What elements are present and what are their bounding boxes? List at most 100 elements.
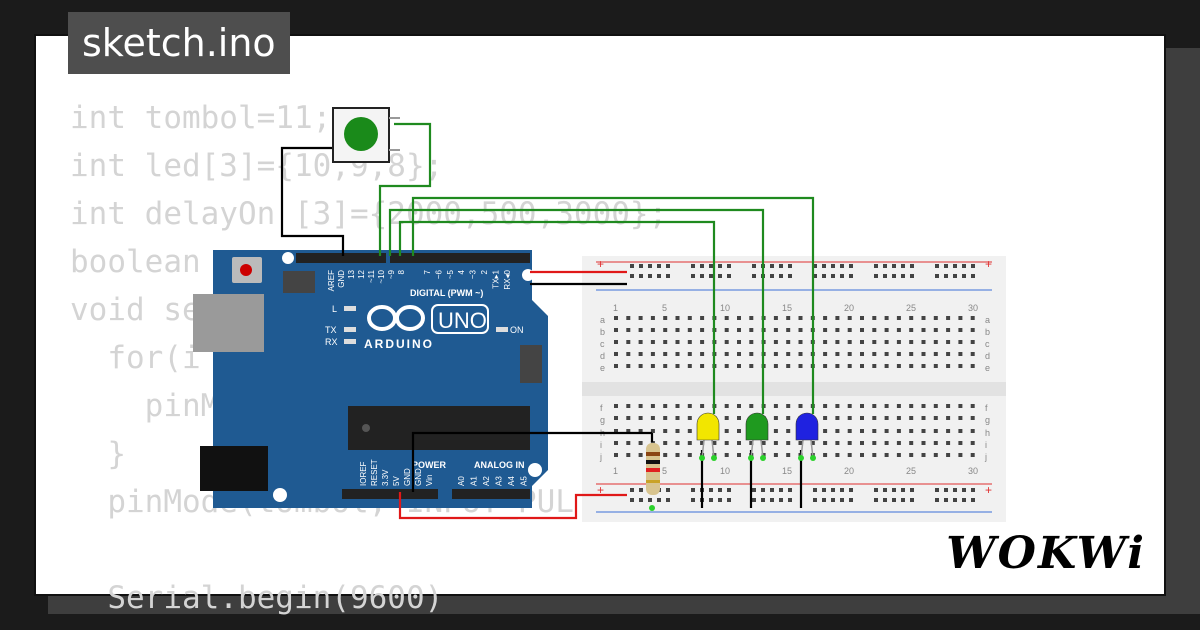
breadboard-hole [749, 441, 754, 445]
breadboard-hole [700, 328, 705, 332]
breadboard-hole [638, 364, 643, 368]
breadboard-hole [786, 429, 791, 433]
breadboard-hole [921, 429, 926, 433]
breadboard-hole [970, 364, 975, 368]
breadboard-hole [626, 416, 631, 420]
arduino-infinity-logo [367, 305, 425, 331]
breadboard[interactable]: + + + + 1 5 10 15 20 25 30 1 5 10 15 20 … [582, 256, 1006, 522]
led-body [795, 412, 819, 441]
breadboard-hole [737, 316, 741, 320]
icsp-header-2 [520, 345, 542, 383]
breadboard-hole [823, 441, 828, 445]
breadboard-hole [687, 453, 692, 457]
breadboard-hole [970, 416, 975, 420]
breadboard-hole [860, 441, 864, 445]
breadboard-hole [835, 453, 840, 457]
rail-hole [962, 498, 966, 502]
breadboard-hole [946, 352, 951, 356]
row-letter: j [984, 452, 987, 462]
digital-pin-label: 8 [397, 269, 406, 274]
rail-hole [752, 274, 756, 278]
breadboard-hole [663, 340, 668, 344]
breadboard-hole [663, 429, 668, 433]
breadboard-hole [946, 441, 951, 445]
breadboard-hole [737, 328, 741, 332]
pin-highlight [649, 505, 655, 511]
rail-hole [648, 264, 652, 268]
wire-pin8-led [411, 196, 815, 414]
breadboard-hole [724, 328, 729, 332]
rail-hole [840, 264, 844, 268]
pushbutton-cap[interactable] [344, 117, 378, 151]
led-leg [750, 439, 754, 459]
row-letter: a [600, 315, 605, 325]
breadboard-hole [724, 404, 729, 408]
file-tab[interactable]: sketch.ino [68, 12, 290, 74]
breadboard-hole [663, 316, 668, 320]
leds[interactable] [696, 412, 819, 461]
led-body [696, 412, 720, 441]
rail-hole [718, 274, 722, 278]
led-green[interactable] [745, 412, 769, 461]
breadboard-hole [650, 340, 655, 344]
breadboard-hole [749, 316, 754, 320]
breadboard-hole [687, 316, 692, 320]
power-pin-label: GND [403, 468, 412, 486]
rail-hole [901, 488, 905, 492]
breadboard-hole [958, 441, 963, 445]
power-pin-label: IOREF [359, 461, 368, 486]
breadboard-hole [835, 340, 840, 344]
breadboard-hole [835, 441, 840, 445]
analog-header [452, 489, 530, 499]
rail-hole [727, 488, 731, 492]
code-line: int delayOn [3]={2000,500,3000}; [70, 196, 668, 232]
indicator-label: TX [325, 325, 337, 335]
breadboard-hole [724, 316, 729, 320]
rail-hole [831, 274, 835, 278]
uno-badge [431, 304, 489, 334]
breadboard-hole [872, 441, 877, 445]
analog-pin-label: A4 [507, 476, 516, 486]
breadboard-hole [921, 441, 926, 445]
rail-hole [752, 498, 756, 502]
column-number: 10 [720, 303, 730, 313]
rail-hole [883, 498, 887, 502]
breadboard-hole [638, 328, 643, 332]
breadboard-hole [847, 416, 852, 420]
resistor-band [646, 452, 660, 456]
rail-hole [761, 488, 765, 492]
breadboard-hole [626, 352, 631, 356]
digital-pin-label: ~3 [469, 269, 478, 279]
breadboard-hole [773, 453, 778, 457]
arduino-uno[interactable]: L TX RX ON DIGITAL (PWM ~) POWER ANALOG … [193, 250, 548, 508]
row-letter: d [985, 351, 990, 361]
digital-pin-label: TX▸1 [491, 269, 500, 288]
resistor[interactable] [646, 443, 660, 511]
power-pin-label: 5V [392, 476, 401, 486]
breadboard-hole [663, 416, 668, 420]
wire-pin9-led [398, 220, 716, 414]
led-yellow[interactable] [696, 412, 720, 461]
breadboard-hole [626, 340, 631, 344]
pushbutton[interactable] [332, 107, 400, 163]
rail-hole [910, 274, 914, 278]
breadboard-hole [614, 328, 618, 332]
breadboard-hole [847, 441, 852, 445]
breadboard-hole [958, 429, 963, 433]
analog-pin-label: A5 [520, 476, 529, 486]
breadboard-hole [798, 364, 803, 368]
rail-hole [892, 264, 896, 268]
reset-button-cap[interactable] [240, 264, 252, 276]
breadboard-hole [650, 316, 655, 320]
led-blue[interactable] [795, 412, 819, 461]
breadboard-hole [921, 416, 926, 420]
rail-hole [657, 498, 661, 502]
breadboard-hole [737, 441, 741, 445]
power-pin-label: GND [414, 468, 423, 486]
digital-header-left [296, 253, 386, 263]
pin-highlight [798, 455, 804, 461]
arduino-brand: ARDUINO [364, 337, 434, 351]
breadboard-hole [970, 340, 975, 344]
breadboard-hole [872, 453, 877, 457]
